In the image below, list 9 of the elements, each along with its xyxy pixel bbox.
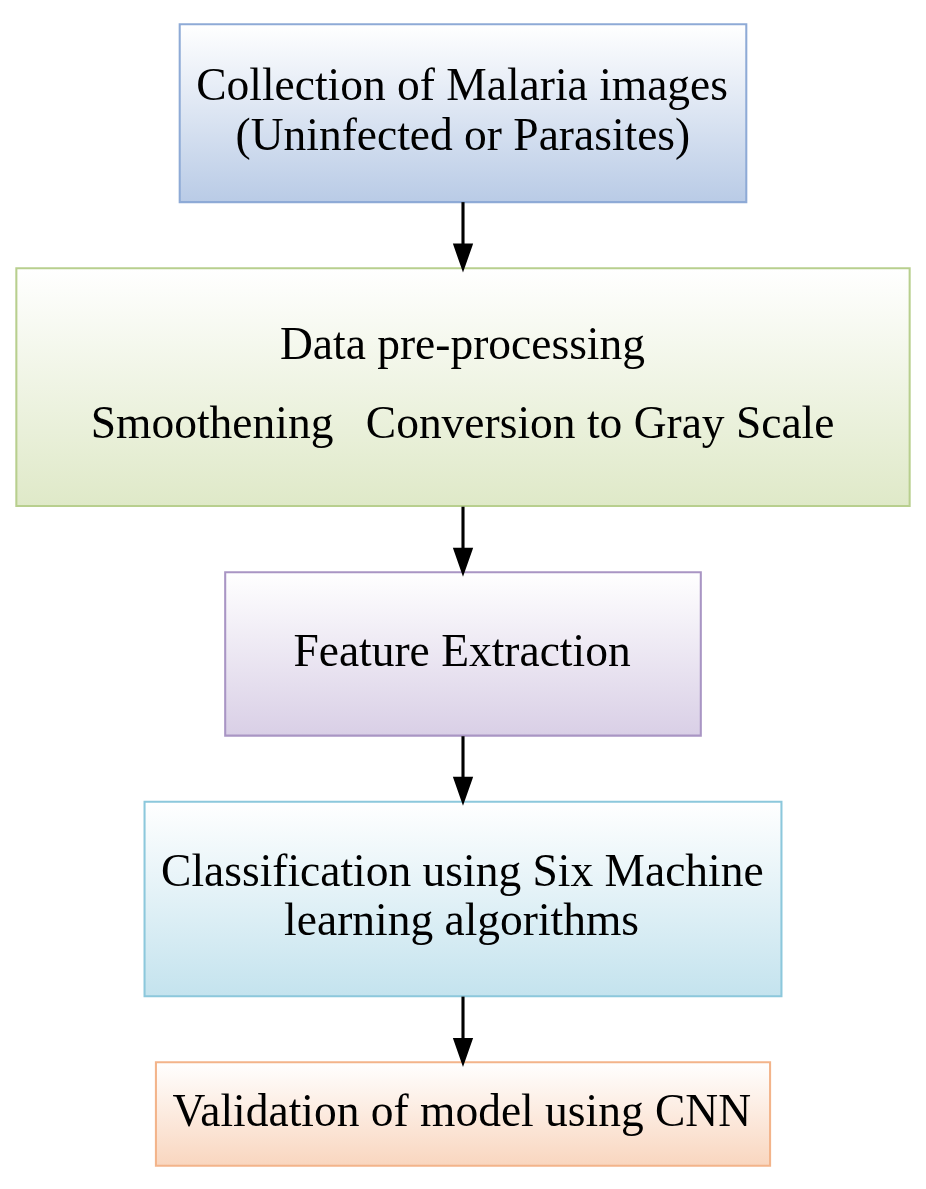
arrow	[452, 506, 474, 577]
node-box: Feature Extraction	[224, 570, 702, 737]
node-box: Validation of model using CNN	[154, 1060, 772, 1167]
arrow	[452, 201, 474, 273]
arrow	[452, 735, 474, 806]
node-box: Classification using Six Machine learning algorithms	[143, 800, 783, 997]
arrow	[452, 996, 474, 1067]
node-box: Data pre-processing Smoothening Conversion to Gray Scale	[15, 266, 911, 507]
node-box: Collection of Malaria images (Uninfected or Parasites)	[178, 22, 748, 203]
